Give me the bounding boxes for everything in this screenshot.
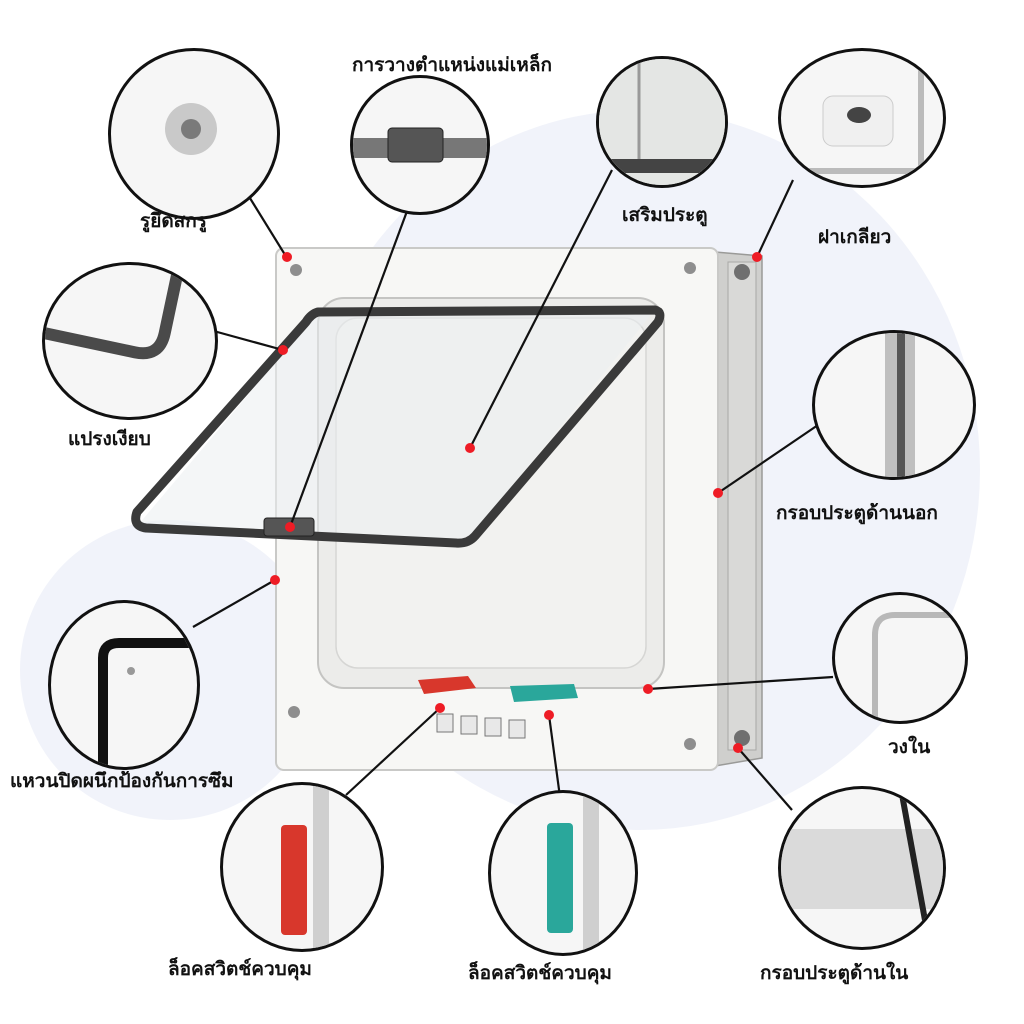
label-lock-switch-left: ล็อคสวิตช์ควบคุม — [168, 958, 312, 980]
callout-seal — [48, 600, 200, 770]
brush-seal-edge — [131, 305, 665, 548]
marker-red-switch — [435, 703, 445, 713]
marker-outer-frame — [713, 488, 723, 498]
green-lock-switch — [510, 684, 578, 702]
callout-magnet — [350, 75, 490, 215]
callout-red-switch — [220, 782, 384, 952]
seal-detail — [98, 638, 197, 767]
screw-cap-detail — [781, 51, 924, 174]
screw-hole-bottom-right — [684, 738, 696, 750]
screw-hole-top-right — [684, 262, 696, 274]
screw-cap-bottom — [734, 730, 750, 746]
outer-frame-channel — [727, 261, 757, 751]
flap-panel — [138, 310, 655, 540]
screw-cap-top — [734, 264, 750, 280]
inner-ring-detail — [872, 612, 965, 721]
marker-inner-ring — [643, 684, 653, 694]
red-lock-switch — [418, 676, 476, 694]
label-inner-ring: วงใน — [888, 736, 931, 758]
leader-lines — [192, 169, 834, 813]
lock-mode-4-icon — [508, 719, 526, 739]
label-outer-frame: กรอบประตูด้านนอก — [776, 502, 938, 524]
label-brush-seal: แปรงเงียบ — [68, 428, 151, 450]
marker-magnet — [285, 522, 295, 532]
callout-screw-cap — [778, 48, 946, 188]
red-switch-detail — [281, 785, 329, 949]
marker-brush — [278, 345, 288, 355]
callout-green-switch — [488, 790, 638, 956]
outer-frame-detail — [885, 333, 915, 477]
green-switch-detail — [547, 793, 599, 953]
label-weather-seal: แหวนปิดผนึกป้องกันการซึม — [10, 770, 234, 792]
label-door-reinforcement: เสริมประตู — [622, 204, 708, 226]
callout-outer-frame — [812, 330, 976, 480]
marker-screw-hole — [282, 252, 292, 262]
callout-brush — [42, 262, 218, 420]
marker-reinforcement — [465, 443, 475, 453]
marker-inner-frame — [733, 743, 743, 753]
marker-screw-cap — [752, 252, 762, 262]
screw-hole-detail — [165, 103, 217, 155]
label-screw-hole: รูยึดสกรู — [140, 210, 207, 232]
marker-green-switch — [544, 710, 554, 720]
label-lock-switch-right: ล็อคสวิตช์ควบคุม — [468, 962, 612, 984]
lock-mode-3-icon — [484, 717, 502, 737]
label-magnet-position: การวางตำแหน่งแม่เหล็ก — [352, 54, 552, 76]
label-screw-cap: ฝาเกลียว — [818, 226, 892, 248]
lock-mode-1-icon — [436, 713, 454, 733]
reinforcement-detail — [599, 59, 725, 185]
screw-hole-bottom-left — [288, 706, 300, 718]
lock-mode-icons — [436, 713, 526, 739]
magnet-detail — [353, 127, 487, 163]
callout-screw-hole — [108, 48, 280, 220]
callout-inner-ring — [832, 592, 968, 724]
lock-mode-2-icon — [460, 715, 478, 735]
inner-frame-detail — [781, 789, 943, 947]
brush-detail — [45, 265, 189, 360]
callout-inner-frame — [778, 786, 946, 950]
label-inner-frame: กรอบประตูด้านใน — [760, 962, 909, 984]
callout-reinforcement — [596, 56, 728, 188]
screw-hole-top-left — [290, 264, 302, 276]
marker-seal — [270, 575, 280, 585]
